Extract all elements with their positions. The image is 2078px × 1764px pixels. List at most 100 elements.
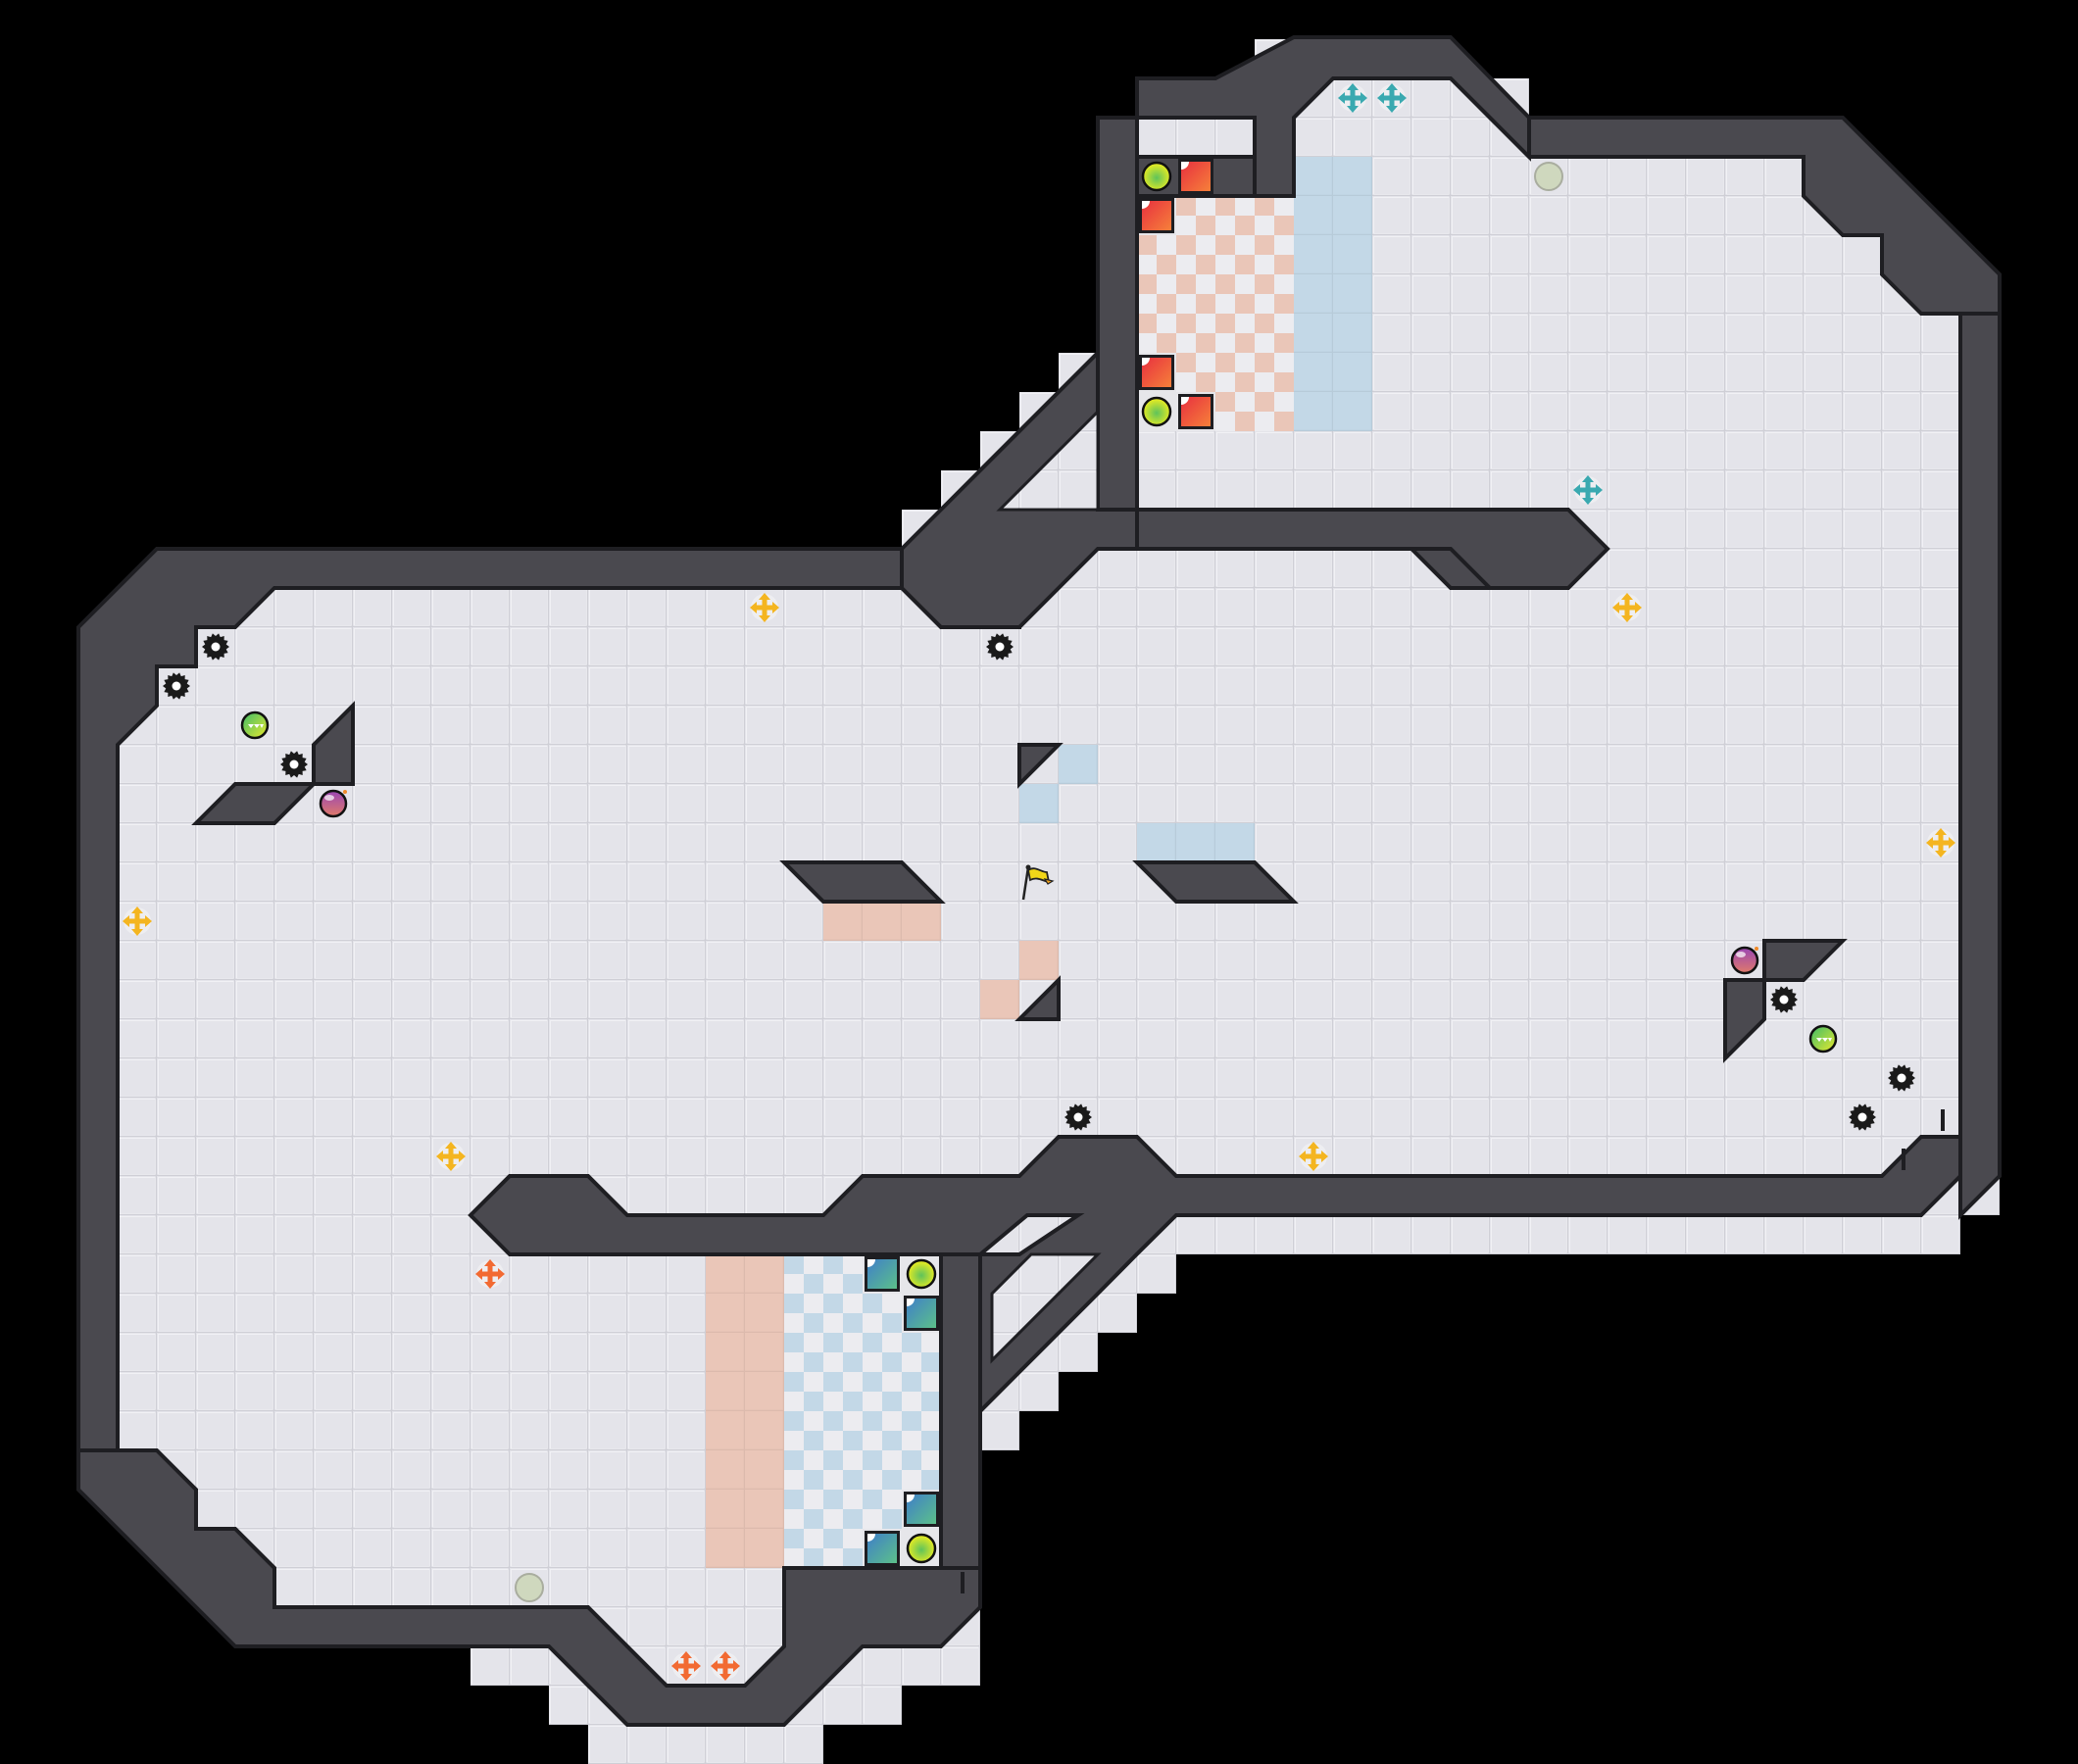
peach-zone-tile [706, 1294, 745, 1333]
peach-checker-tile [1176, 274, 1215, 314]
peach-zone-tile [706, 1333, 745, 1372]
blue-checker-tile [823, 1529, 863, 1568]
blue-zone-tile [1294, 196, 1333, 235]
peach-zone-tile [706, 1450, 745, 1490]
obstacle-parallelogram-left [779, 860, 946, 904]
bomb-icon [319, 789, 348, 818]
peach-checker-tile [1255, 196, 1294, 235]
peach-zone-tile [706, 1490, 745, 1529]
wall-crack-mark [961, 1572, 965, 1593]
teal-crate-block [904, 1296, 939, 1331]
flag-icon [1021, 864, 1055, 901]
blue-zone-tile [1176, 823, 1215, 862]
peach-checker-tile [1255, 392, 1294, 431]
gear-icon [280, 751, 308, 778]
blue-zone-tile [1333, 157, 1372, 196]
blue-checker-tile [863, 1372, 902, 1411]
blue-zone-tile [1333, 196, 1372, 235]
peach-checker-tile [1137, 274, 1176, 314]
peach-checker-tile [1176, 353, 1215, 392]
shield-orb-icon [240, 710, 270, 740]
obstacle-parallelogram-right [1132, 860, 1299, 904]
gear-icon [163, 672, 190, 700]
peach-zone-tile [745, 1411, 784, 1450]
peach-zone-tile [823, 902, 863, 941]
blue-zone-tile [1019, 784, 1059, 823]
blue-zone-tile [1294, 274, 1333, 314]
energy-orb-icon [1141, 161, 1172, 192]
wall-crack-mark [1902, 1149, 1905, 1170]
peach-zone-tile [863, 902, 902, 941]
lower-middle-wall [468, 1135, 1962, 1416]
target-pad-icon [1534, 162, 1563, 191]
wall-layer [76, 35, 2002, 1727]
outer-wall-bottom-room [939, 1252, 982, 1570]
bomb-icon [1730, 946, 1759, 975]
blue-checker-tile [784, 1450, 823, 1490]
peach-checker-tile [1137, 314, 1176, 353]
red-crate-block [1178, 394, 1213, 429]
peach-checker-tile [1255, 274, 1294, 314]
blue-zone-tile [1333, 235, 1372, 274]
peach-zone-tile [706, 1529, 745, 1568]
wall-crack-mark [1941, 1109, 1945, 1131]
blue-checker-tile [863, 1411, 902, 1450]
blue-zone-tile [1294, 157, 1333, 196]
gear-icon [1770, 986, 1798, 1013]
item-layer [123, 83, 1955, 1681]
move-arrows-icon [436, 1142, 466, 1171]
peach-checker-tile [1215, 196, 1255, 235]
blue-zone-tile [1333, 392, 1372, 431]
peach-zone-tile [902, 902, 941, 941]
peach-zone-tile [745, 1372, 784, 1411]
target-pad-icon [515, 1573, 544, 1602]
corridor-floor [990, 1252, 1102, 1364]
red-crate-block [1139, 355, 1174, 390]
obstacle-triangle [1014, 975, 1061, 1021]
peach-checker-tile [1255, 235, 1294, 274]
teal-crate-block [865, 1256, 900, 1292]
blue-checker-tile [823, 1450, 863, 1490]
move-arrows-icon [1612, 593, 1642, 622]
peach-checker-tile [1215, 235, 1255, 274]
blue-checker-tile [784, 1411, 823, 1450]
blue-zone-tile [1294, 353, 1333, 392]
peach-zone-tile [745, 1490, 784, 1529]
outer-wall-right [1958, 312, 2002, 1220]
peach-checker-tile [1255, 353, 1294, 392]
blue-checker-tile [863, 1294, 902, 1333]
blue-checker-tile [823, 1254, 863, 1294]
top-room-ledge [1135, 508, 1610, 590]
blue-checker-tile [823, 1411, 863, 1450]
move-arrows-icon [475, 1259, 505, 1289]
blue-zone-tile [1137, 823, 1176, 862]
teal-crate-block [904, 1492, 939, 1527]
obstacle-triangle [1017, 743, 1064, 789]
gear-icon [1849, 1103, 1876, 1131]
move-arrows-icon [1338, 83, 1367, 113]
blue-checker-tile [823, 1490, 863, 1529]
blue-zone-tile [1294, 314, 1333, 353]
peach-checker-tile [1215, 314, 1255, 353]
blue-checker-tile [823, 1333, 863, 1372]
blue-checker-tile [823, 1294, 863, 1333]
red-crate-block [1178, 159, 1213, 194]
energy-orb-icon [906, 1258, 937, 1290]
energy-orb-icon [906, 1533, 937, 1564]
peach-checker-tile [1176, 235, 1215, 274]
blue-checker-tile [784, 1254, 823, 1294]
peach-checker-tile [1176, 196, 1215, 235]
move-arrows-icon [1299, 1142, 1328, 1171]
move-arrows-icon [711, 1651, 740, 1681]
peach-zone-tile [745, 1450, 784, 1490]
obstacle-wedge [191, 782, 319, 825]
blue-zone-tile [1215, 823, 1255, 862]
peach-zone-tile [980, 980, 1019, 1019]
peach-zone-tile [1019, 941, 1059, 980]
peach-checker-tile [1255, 314, 1294, 353]
blue-checker-tile [902, 1372, 941, 1411]
peach-checker-tile [1215, 353, 1255, 392]
peach-zone-tile [706, 1411, 745, 1450]
floor-layer [78, 39, 2000, 1764]
peach-zone-tile [745, 1254, 784, 1294]
